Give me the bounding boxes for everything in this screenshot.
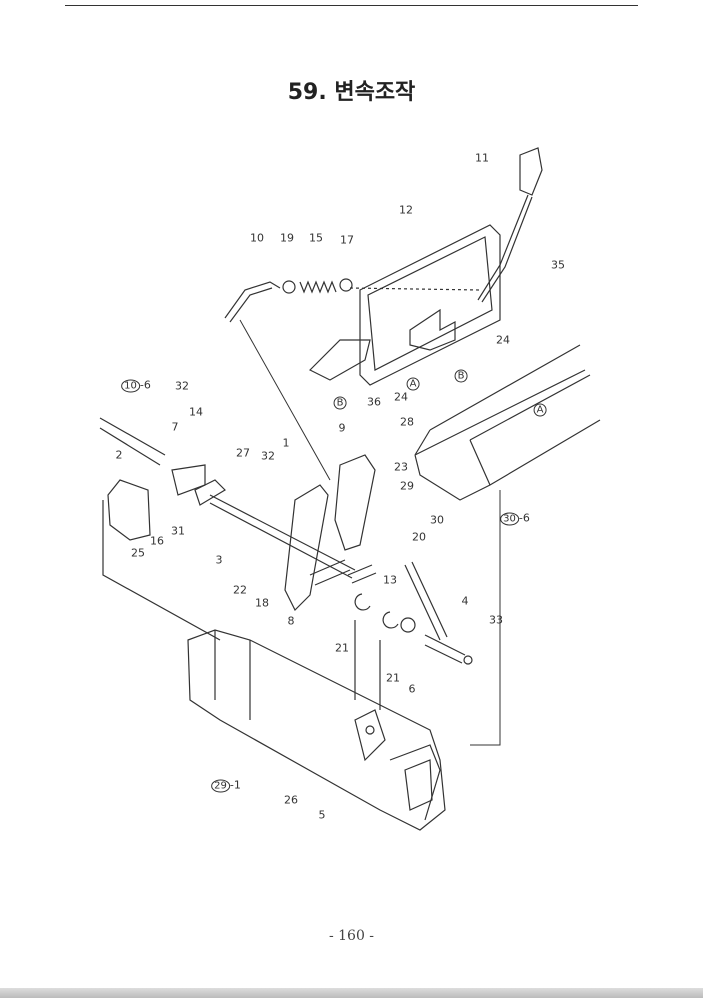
reference-mark-b: B bbox=[333, 396, 347, 410]
callout-1: 1 bbox=[282, 436, 290, 450]
callout-23: 23 bbox=[394, 460, 408, 474]
callout-3: 3 bbox=[215, 553, 223, 567]
reference-mark-b: B bbox=[454, 369, 468, 383]
callout-30-6: 30-6 bbox=[500, 512, 530, 526]
callout-4: 4 bbox=[461, 594, 469, 608]
guide-plate bbox=[308, 224, 501, 386]
callout-32: 32 bbox=[261, 449, 275, 463]
callout-2: 2 bbox=[115, 448, 123, 462]
callout-26: 26 bbox=[284, 793, 298, 807]
callout-16: 16 bbox=[150, 534, 164, 548]
callout-8: 8 bbox=[287, 614, 295, 628]
callout-15: 15 bbox=[309, 231, 323, 245]
callout-14: 14 bbox=[189, 405, 203, 419]
callout-11: 11 bbox=[475, 151, 489, 165]
callout-9: 9 bbox=[338, 421, 346, 435]
callout-18: 18 bbox=[255, 596, 269, 610]
callout-33: 33 bbox=[489, 613, 503, 627]
callout-7: 7 bbox=[171, 420, 179, 434]
page-number: - 160 - bbox=[328, 928, 375, 944]
callout-27: 27 bbox=[236, 446, 250, 460]
callout-6: 6 bbox=[408, 682, 416, 696]
callout-29: 29 bbox=[400, 479, 414, 493]
callout-20: 20 bbox=[412, 530, 426, 544]
callout-12: 12 bbox=[399, 203, 413, 217]
callout-29-1: 29-1 bbox=[211, 779, 241, 793]
page-title: 59. 변속조작 bbox=[287, 80, 416, 105]
callout-24: 24 bbox=[394, 390, 408, 404]
callout-28: 28 bbox=[400, 415, 414, 429]
shaft-3 bbox=[194, 479, 356, 579]
scan-edge bbox=[0, 988, 703, 998]
callout-21: 21 bbox=[335, 641, 349, 655]
callout-10-6: 10-6 bbox=[121, 379, 151, 393]
callout-10: 10 bbox=[250, 231, 264, 245]
callout-22: 22 bbox=[233, 583, 247, 597]
callout-24: 24 bbox=[496, 333, 510, 347]
frame bbox=[187, 620, 446, 831]
rod-10 bbox=[224, 278, 481, 323]
callout-17: 17 bbox=[340, 233, 354, 247]
callout-30: 30 bbox=[430, 513, 444, 527]
callout-31: 31 bbox=[171, 524, 185, 538]
reference-mark-a: A bbox=[406, 377, 420, 391]
callout-25: 25 bbox=[131, 546, 145, 560]
reference-mark-a: A bbox=[533, 403, 547, 417]
callout-5: 5 bbox=[318, 808, 326, 822]
callout-32: 32 bbox=[175, 379, 189, 393]
callout-35: 35 bbox=[551, 258, 565, 272]
callout-21: 21 bbox=[386, 671, 400, 685]
header-rule bbox=[65, 5, 638, 6]
callout-19: 19 bbox=[280, 231, 294, 245]
callout-13: 13 bbox=[383, 573, 397, 587]
callout-36: 36 bbox=[367, 395, 381, 409]
cover bbox=[414, 344, 601, 501]
shift-lever bbox=[477, 147, 543, 303]
